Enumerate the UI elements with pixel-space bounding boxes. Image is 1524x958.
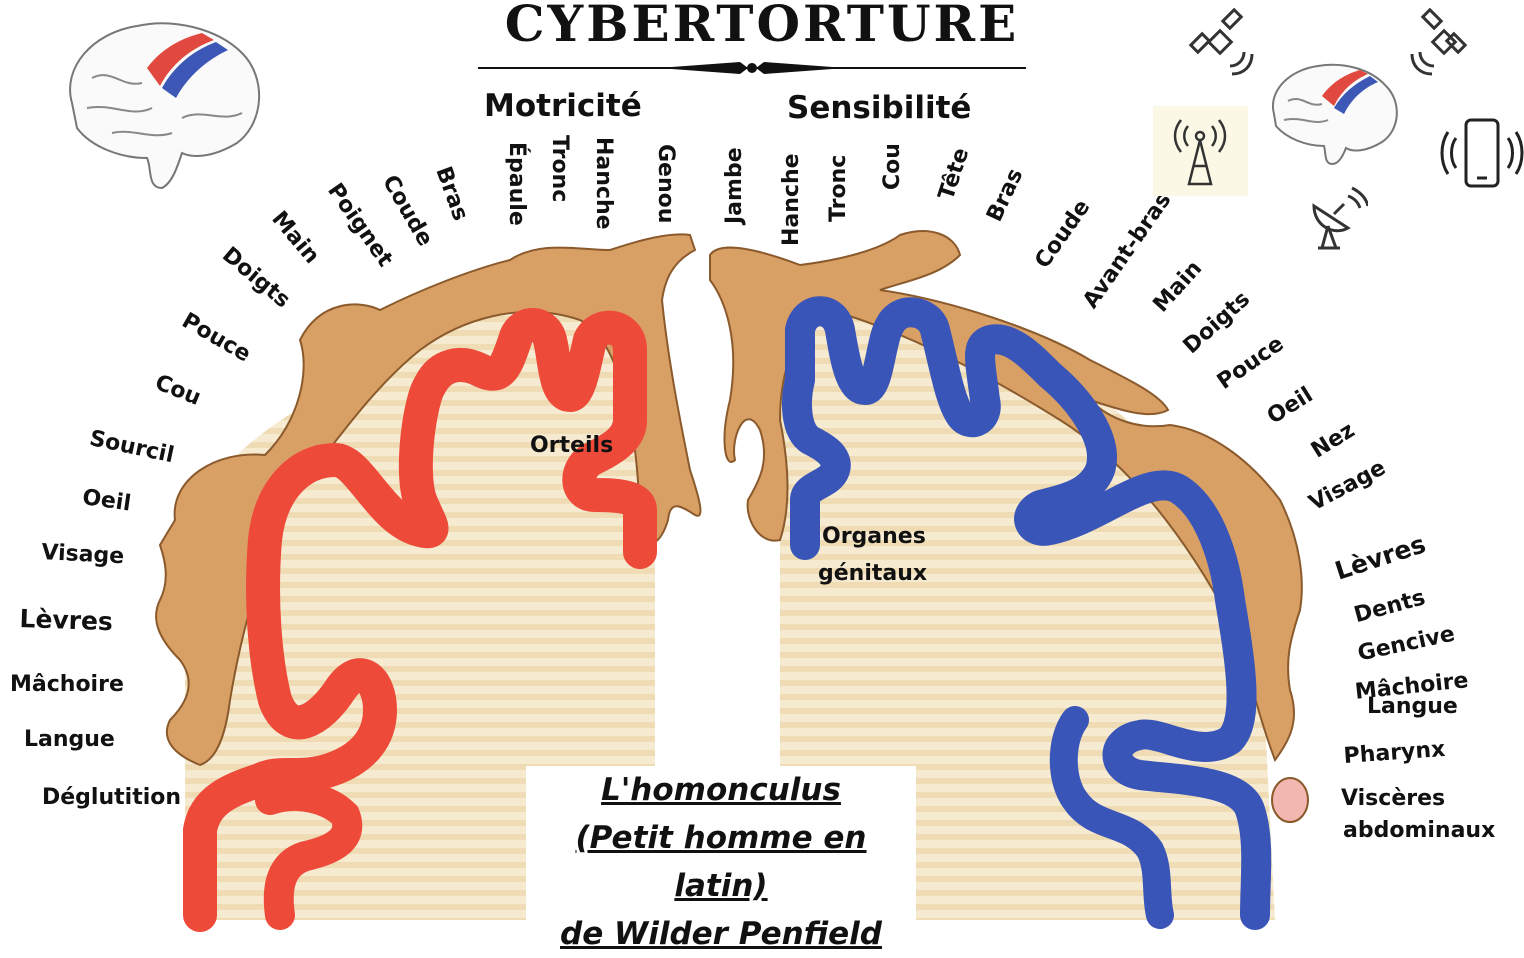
sensory-label-organes: Organes <box>822 526 926 548</box>
sensory-label-cou: Cou <box>882 143 904 190</box>
radio-tower-icon <box>1153 106 1248 196</box>
sensory-label-langue: Langue <box>1367 696 1458 718</box>
sensory-label-genitaux: génitaux <box>818 563 927 585</box>
motor-label-deglutition: Déglutition <box>42 787 181 809</box>
motor-label-genou: Genou <box>654 144 676 223</box>
motor-label-tronc: Tronc <box>548 135 570 202</box>
sensory-label-hanche: Hanche <box>781 153 803 246</box>
sensory-label-visceres: Viscères <box>1341 788 1445 810</box>
sensory-label-abdominaux: abdominaux <box>1343 820 1495 842</box>
motor-label-visage: Visage <box>41 542 125 568</box>
motor-label-orteils: Orteils <box>530 435 613 457</box>
brain-icon-small <box>1262 56 1402 166</box>
viscera-shape <box>1272 778 1308 822</box>
caption-line-2: (Petit homme en latin) <box>526 814 916 910</box>
caption-line-1: L'homonculus <box>526 766 916 814</box>
satellite-icon <box>1186 8 1256 78</box>
motor-heading: Motricité <box>484 88 642 124</box>
smartphone-signal-icon <box>1440 116 1524 190</box>
motor-label-hanche: Hanche <box>592 137 614 230</box>
title-ornament <box>478 58 1026 78</box>
motor-label-machoire: Mâchoire <box>10 674 124 696</box>
satellite-icon-2 <box>1410 8 1480 78</box>
motor-label-epaule: Épaule <box>505 142 527 226</box>
sensory-label-jambe: Jambe <box>724 147 746 224</box>
brain-icon <box>52 8 272 193</box>
motor-label-levres: Lèvres <box>19 606 113 634</box>
caption-line-3: de Wilder Penfield <box>526 910 916 958</box>
sensory-heading: Sensibilité <box>787 90 971 126</box>
sensory-label-tronc: Tronc <box>828 155 850 222</box>
satellite-dish-icon <box>1304 186 1368 252</box>
caption-box: L'homonculus (Petit homme en latin) de W… <box>526 766 916 926</box>
motor-label-langue: Langue <box>24 729 115 751</box>
